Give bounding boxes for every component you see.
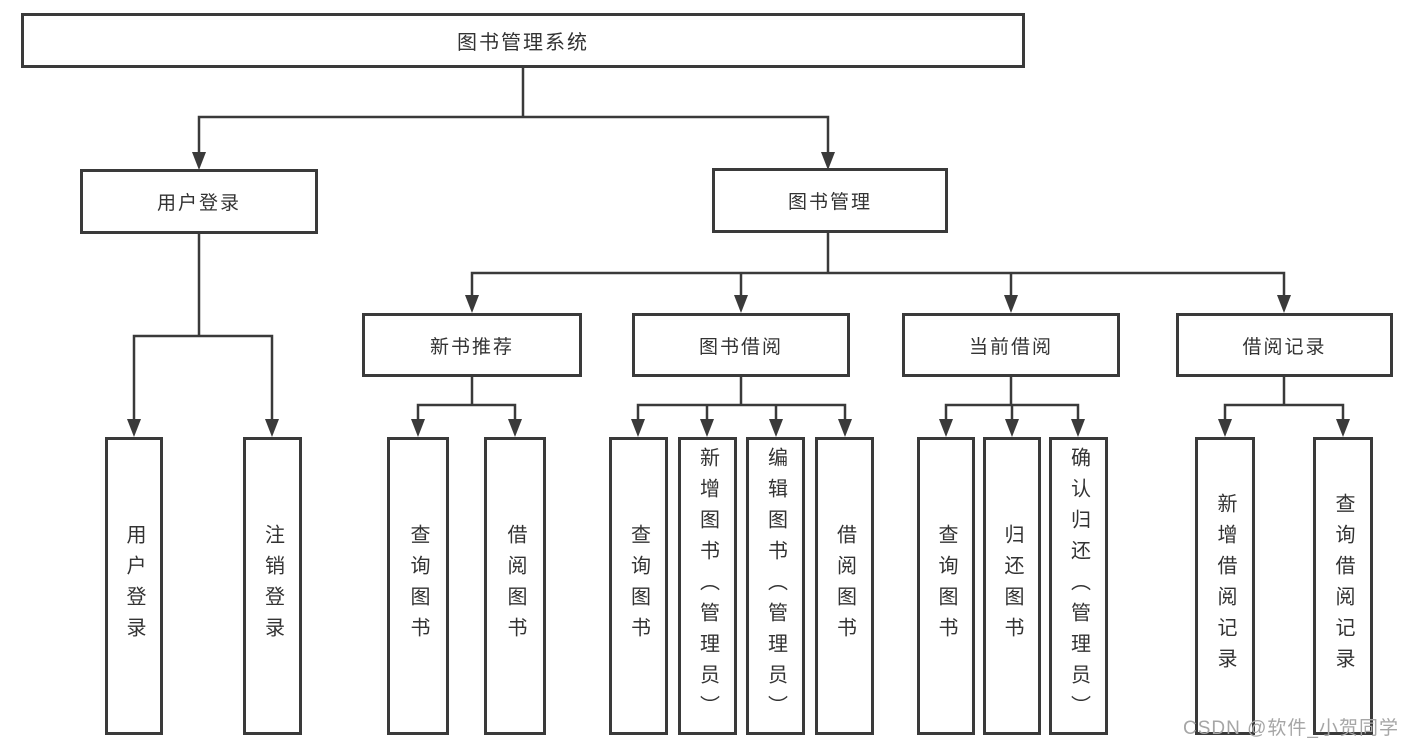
arrowhead-down-icon <box>508 419 522 437</box>
leaf-user-login: 用户登录 <box>105 437 163 735</box>
leaf-br-add-record: 新增借阅记录 <box>1195 437 1255 735</box>
leaf-bb-borrow-book: 借阅图书 <box>815 437 874 735</box>
connector-borrow-records-children <box>1218 375 1350 437</box>
arrowhead-down-icon <box>769 419 783 437</box>
leaf-label: 注销登录 <box>261 524 284 648</box>
node-borrow-records: 借阅记录 <box>1176 313 1393 377</box>
leaf-nbr-query-book: 查询图书 <box>387 437 449 735</box>
connector-new-book-recommend-children <box>411 375 522 437</box>
arrowhead-down-icon <box>939 419 953 437</box>
arrowhead-down-icon <box>411 419 425 437</box>
node-current-borrow: 当前借阅 <box>902 313 1120 377</box>
leaf-br-query-record: 查询借阅记录 <box>1313 437 1373 735</box>
connector-user-login-children <box>127 232 279 437</box>
leaf-label: 新增借阅记录 <box>1214 493 1236 679</box>
leaf-label: 查询图书 <box>935 524 957 648</box>
arrowhead-down-icon <box>192 152 206 170</box>
connector-current-borrow-children <box>939 375 1085 437</box>
leaf-cb-return-book: 归还图书 <box>983 437 1041 735</box>
leaf-label: 新增图书（管理员） <box>696 446 719 726</box>
watermark: CSDN @软件_小贺同学 <box>1183 718 1399 739</box>
arrowhead-down-icon <box>1005 419 1019 437</box>
arrowhead-down-icon <box>1004 295 1018 313</box>
node-user-login: 用户登录 <box>80 169 318 234</box>
leaf-label: 查询借阅记录 <box>1332 493 1354 679</box>
node-book-management: 图书管理 <box>712 168 948 233</box>
leaf-bb-add-book-admin: 新增图书（管理员） <box>678 437 737 735</box>
arrowhead-down-icon <box>127 419 141 437</box>
node-root: 图书管理系统 <box>21 13 1025 68</box>
arrowhead-down-icon <box>631 419 645 437</box>
arrowhead-down-icon <box>1218 419 1232 437</box>
arrowhead-down-icon <box>1336 419 1350 437</box>
leaf-label: 查询图书 <box>407 524 429 648</box>
arrowhead-down-icon <box>821 152 835 170</box>
arrowhead-down-icon <box>265 419 279 437</box>
leaf-label: 编辑图书（管理员） <box>764 446 787 726</box>
arrowhead-down-icon <box>838 419 852 437</box>
leaf-label: 归还图书 <box>1001 524 1023 648</box>
arrowhead-down-icon <box>1071 419 1085 437</box>
leaf-label: 借阅图书 <box>833 524 856 648</box>
leaf-cb-confirm-return-admin: 确认归还（管理员） <box>1049 437 1108 735</box>
connector-root-to-level2 <box>192 66 835 170</box>
leaf-label: 借阅图书 <box>504 524 526 648</box>
leaf-label: 用户登录 <box>123 524 145 648</box>
arrowhead-down-icon <box>700 419 714 437</box>
leaf-bb-query-book: 查询图书 <box>609 437 668 735</box>
leaf-nbr-borrow-book: 借阅图书 <box>484 437 546 735</box>
arrowhead-down-icon <box>465 295 479 313</box>
connector-book-management-children <box>465 232 1291 313</box>
arrowhead-down-icon <box>1277 295 1291 313</box>
leaf-cb-query-book: 查询图书 <box>917 437 975 735</box>
node-book-borrow: 图书借阅 <box>632 313 850 377</box>
leaf-bb-edit-book-admin: 编辑图书（管理员） <box>746 437 805 735</box>
arrowhead-down-icon <box>734 295 748 313</box>
leaf-logout: 注销登录 <box>243 437 302 735</box>
node-new-book-recommend: 新书推荐 <box>362 313 582 377</box>
connector-book-borrow-children <box>631 375 852 437</box>
leaf-label: 查询图书 <box>627 524 650 648</box>
leaf-label: 确认归还（管理员） <box>1067 446 1090 726</box>
